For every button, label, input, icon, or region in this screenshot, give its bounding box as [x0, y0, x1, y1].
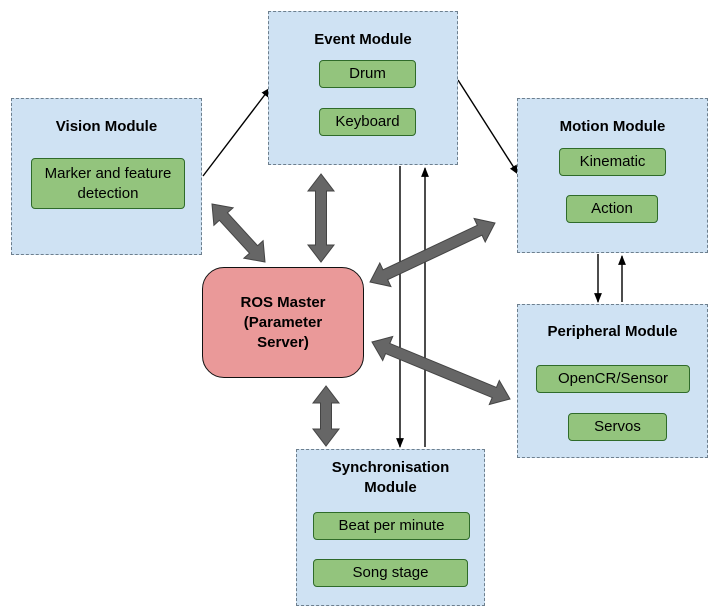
marker-feature-detection-item: Marker and feature detection	[31, 158, 185, 209]
synchronisation-module: Synchronisation Module Beat per minute S…	[296, 449, 485, 606]
event-master-connector	[306, 173, 336, 263]
song-stage-item: Song stage	[313, 559, 468, 587]
vision-module-title: Vision Module	[55, 118, 158, 135]
event-module: Event Module Drum Keyboard	[268, 11, 458, 165]
kinematic-item: Kinematic	[559, 148, 666, 176]
sync-title-line1: Synchronisation	[331, 459, 450, 476]
ros-master-line2: (Parameter	[243, 313, 323, 331]
synchronisation-module-title: Synchronisation Module	[297, 458, 484, 498]
ros-master-line1: ROS Master	[240, 293, 326, 311]
peripheral-master-connector	[371, 335, 511, 406]
drum-item: Drum	[319, 60, 416, 88]
sync-master-connector	[311, 385, 341, 447]
keyboard-item: Keyboard	[319, 108, 416, 136]
sync-title-line2: Module	[364, 479, 417, 496]
vision-master-connector	[211, 203, 266, 263]
ros-master: ROS Master (Parameter Server)	[202, 267, 364, 378]
opencr-sensor-item: OpenCR/Sensor	[536, 365, 690, 393]
vision-to-event-arrow	[202, 87, 271, 177]
motion-master-connector	[369, 217, 496, 288]
motion-module: Motion Module Kinematic Action	[517, 98, 708, 253]
peripheral-module-title: Peripheral Module	[547, 323, 678, 340]
vision-module: Vision Module Marker and feature detecti…	[11, 98, 202, 255]
event-module-title: Event Module	[314, 31, 412, 48]
event-to-motion-arrow	[457, 79, 519, 175]
ros-master-line3: Server)	[257, 333, 309, 351]
servos-item: Servos	[568, 413, 667, 441]
beat-per-minute-item: Beat per minute	[313, 512, 470, 540]
motion-module-title: Motion Module	[559, 118, 666, 135]
action-item: Action	[566, 195, 658, 223]
peripheral-module: Peripheral Module OpenCR/Sensor Servos	[517, 304, 708, 458]
